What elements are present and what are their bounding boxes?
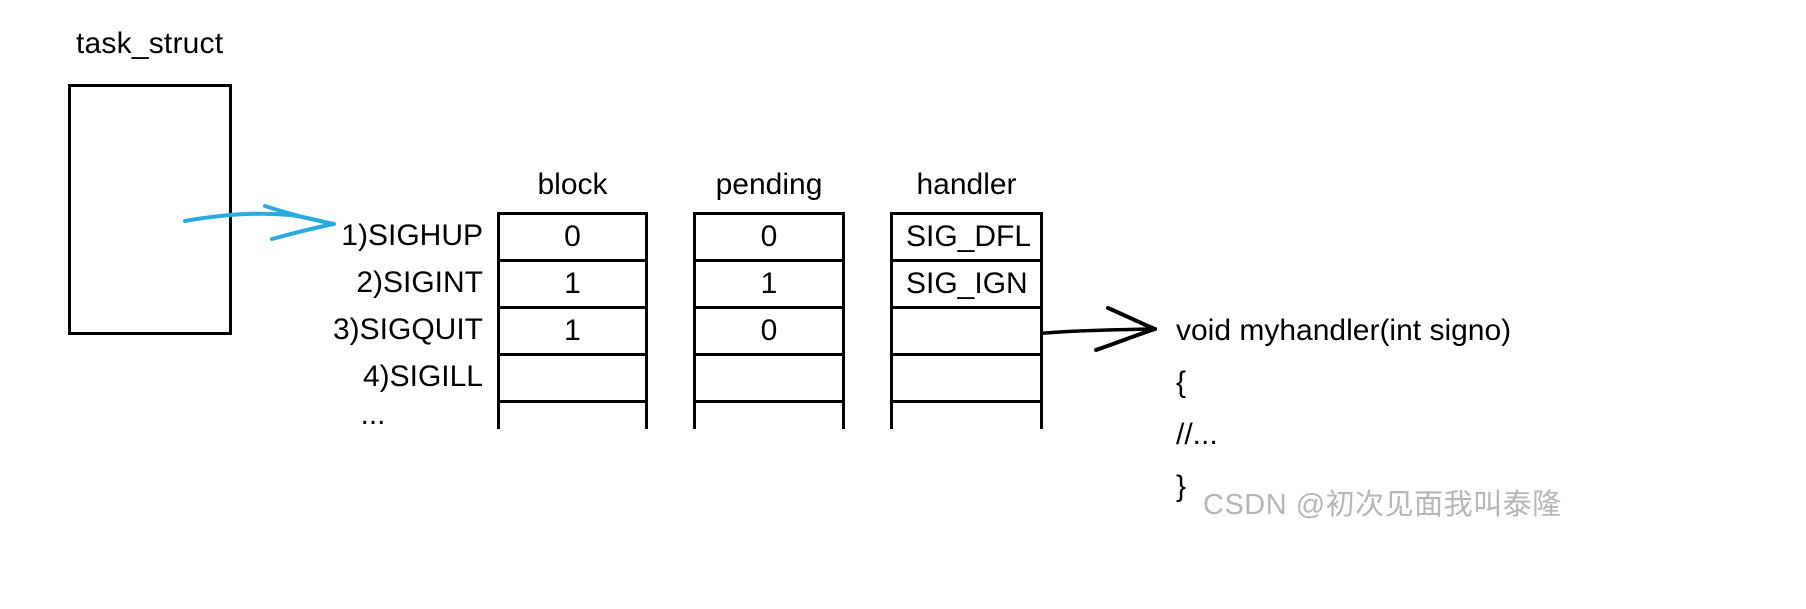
handler-cell-3 bbox=[893, 309, 1040, 356]
signal-label-ellipsis: ... bbox=[360, 398, 386, 431]
handler-table: SIG_DFL SIG_IGN bbox=[890, 212, 1043, 429]
code-line-close-brace: } bbox=[1176, 470, 1187, 503]
signal-name-list: 1)SIGHUP 2)SIGINT 3)SIGQUIT 4)SIGILL ... bbox=[290, 212, 490, 442]
handler-cell-1: SIG_DFL bbox=[893, 215, 1040, 262]
pending-cell-2: 1 bbox=[696, 262, 842, 309]
code-line-open-brace: { bbox=[1176, 366, 1187, 399]
block-cell-2: 1 bbox=[500, 262, 645, 309]
code-line-comment: //... bbox=[1176, 418, 1218, 451]
task-struct-label: task_struct bbox=[76, 27, 224, 60]
handler-cell-2: SIG_IGN bbox=[893, 262, 1040, 309]
column-header-handler: handler bbox=[916, 168, 1017, 201]
signal-label-1: 1)SIGHUP bbox=[341, 219, 483, 252]
signal-label-2: 2)SIGINT bbox=[356, 266, 483, 299]
block-cell-5 bbox=[500, 403, 645, 429]
block-cell-1: 0 bbox=[500, 215, 645, 262]
signal-label-3: 3)SIGQUIT bbox=[332, 313, 483, 346]
handler-cell-5 bbox=[893, 403, 1040, 429]
pending-cell-5 bbox=[696, 403, 842, 429]
column-header-pending: pending bbox=[715, 168, 823, 201]
task-struct-box bbox=[68, 84, 232, 335]
pending-table: 0 1 0 bbox=[693, 212, 845, 429]
block-cell-3: 1 bbox=[500, 309, 645, 356]
pending-cell-3: 0 bbox=[696, 309, 842, 356]
code-line-signature: void myhandler(int signo) bbox=[1176, 314, 1512, 347]
column-header-block: block bbox=[537, 168, 608, 201]
signal-label-4: 4)SIGILL bbox=[362, 360, 483, 393]
pending-cell-4 bbox=[696, 356, 842, 403]
handler-cell-4 bbox=[893, 356, 1040, 403]
pending-cell-1: 0 bbox=[696, 215, 842, 262]
block-table: 0 1 1 bbox=[497, 212, 648, 429]
handler-code-block: void myhandler(int signo) { //... } bbox=[1176, 305, 1511, 513]
block-cell-4 bbox=[500, 356, 645, 403]
handler-to-code-arrow bbox=[1022, 306, 1157, 352]
csdn-watermark: CSDN @初次见面我叫泰隆 bbox=[1203, 489, 1562, 521]
